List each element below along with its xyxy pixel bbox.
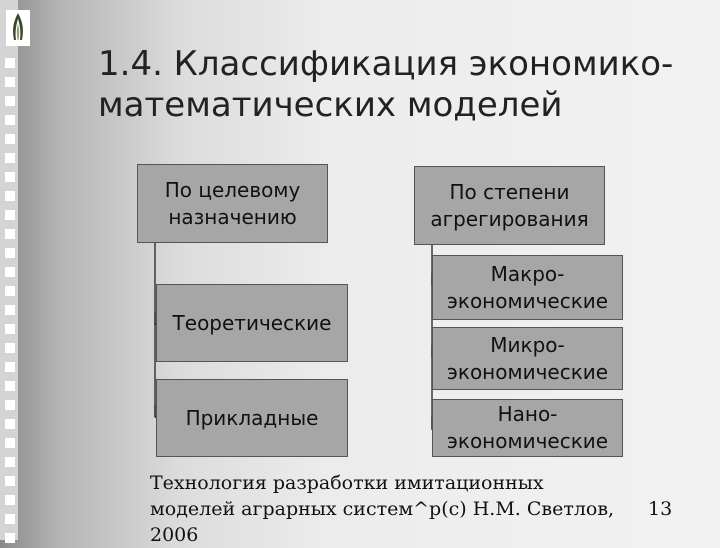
strip-square [5, 115, 15, 125]
strip-square [5, 172, 15, 182]
strip-square [5, 495, 15, 505]
node-label: По целевому назначению [164, 177, 301, 229]
decorative-strip [0, 0, 18, 543]
strip-square [5, 324, 15, 334]
node-label: Нано-экономические [446, 402, 609, 453]
strip-square [5, 438, 15, 448]
strip-square [5, 58, 15, 68]
strip-square [5, 533, 15, 543]
strip-square [5, 476, 15, 486]
strip-square [5, 248, 15, 258]
strip-square [5, 400, 15, 410]
strip-square [5, 362, 15, 372]
node-target-purpose: По целевому назначению [137, 164, 328, 243]
strip-square [5, 381, 15, 391]
node-label: По степени агрегирования [430, 179, 589, 231]
node-macro: Макро-экономические [432, 255, 623, 320]
strip-square [5, 514, 15, 524]
strip-square [5, 134, 15, 144]
strip-square [5, 267, 15, 277]
node-micro: Микро-экономические [432, 327, 623, 390]
node-label: Микро-экономические [446, 332, 609, 384]
slide-title: 1.4. Классификация экономико-математичес… [98, 44, 674, 125]
node-applied: Прикладные [156, 379, 348, 457]
node-label: Теоретические [172, 310, 332, 335]
flame-logo-icon [13, 13, 23, 40]
strip-square [5, 419, 15, 429]
strip-square [5, 229, 15, 239]
strip-square [5, 77, 15, 87]
strip-square [5, 286, 15, 296]
strip-square [5, 96, 15, 106]
slide-footer: Технология разработки имитационных модел… [150, 472, 615, 546]
node-theoretical: Теоретические [156, 284, 348, 362]
node-label: Макро-экономические [446, 261, 609, 313]
page-number: 13 [648, 498, 673, 520]
strip-square [5, 153, 15, 163]
connector-right [414, 229, 433, 430]
node-label: Прикладные [185, 405, 319, 430]
strip-square [5, 457, 15, 467]
strip-square [5, 343, 15, 353]
strip-square [5, 191, 15, 201]
strip-square [5, 305, 15, 315]
strip-square [5, 210, 15, 220]
node-aggregation-level: По степени агрегирования [414, 166, 605, 245]
logo [6, 10, 30, 46]
node-nano: Нано-экономические [432, 399, 623, 457]
